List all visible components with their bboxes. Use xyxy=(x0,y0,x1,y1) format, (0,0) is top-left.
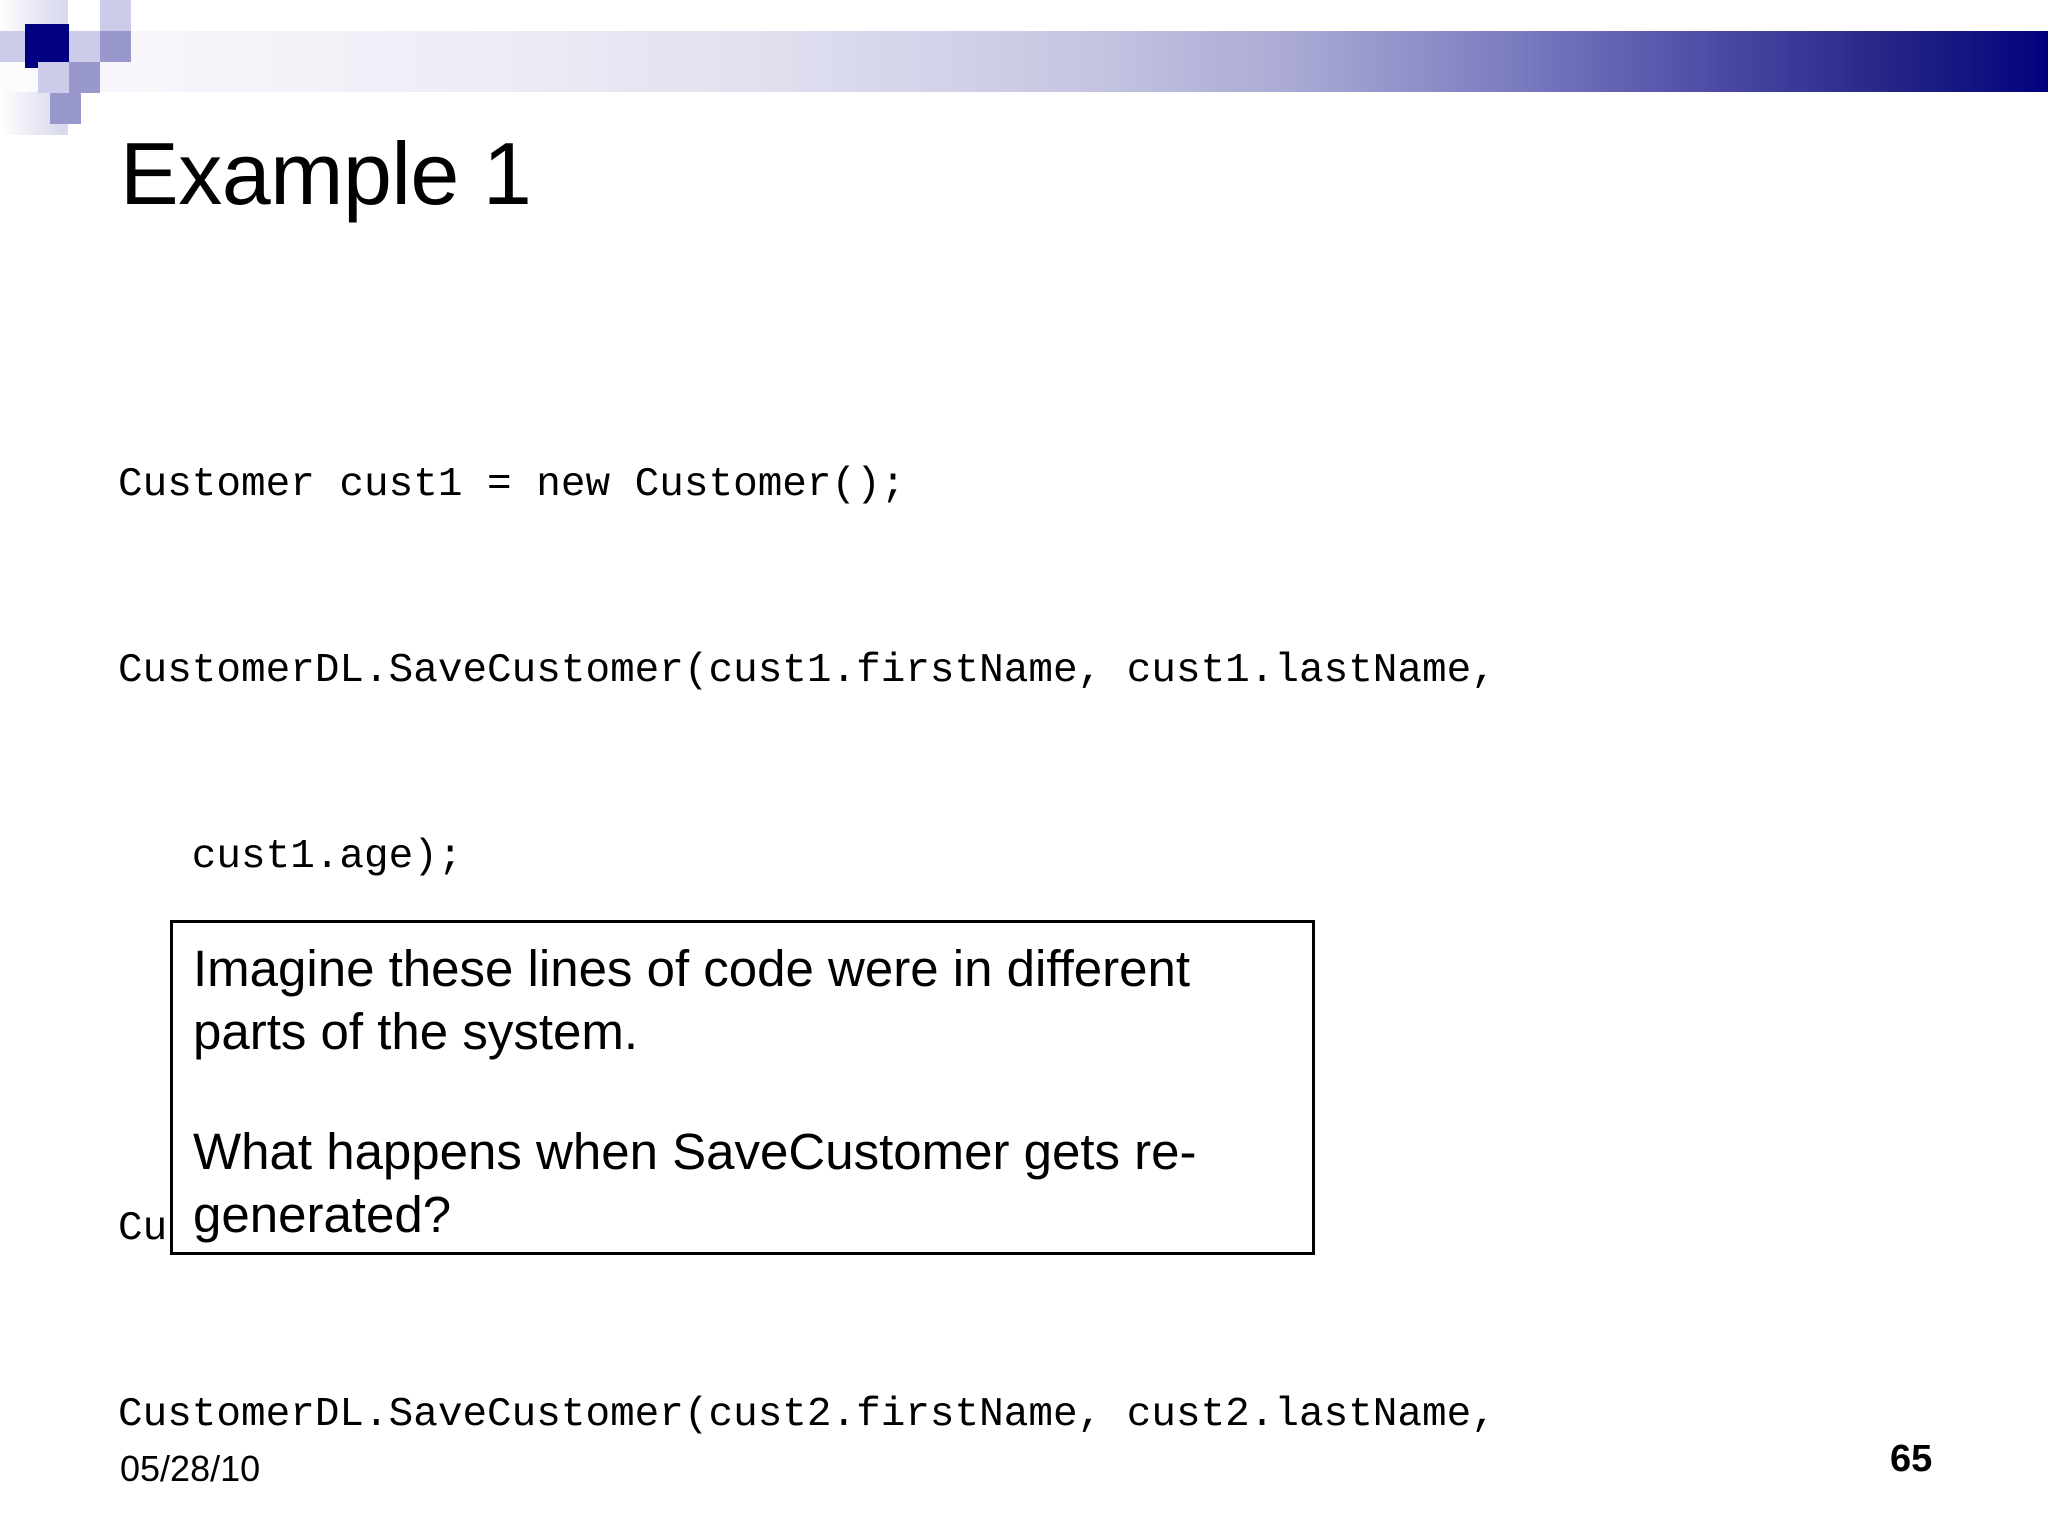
decorative-square-navy xyxy=(25,24,69,68)
header-decoration xyxy=(0,0,2048,135)
footer-date: 05/28/10 xyxy=(120,1448,261,1489)
callout-box: Imagine these lines of code were in diff… xyxy=(170,920,1315,1255)
callout-text: Imagine these lines of code were in diff… xyxy=(193,937,1298,1246)
decorative-square-light-4 xyxy=(38,62,69,93)
decorative-square-mid-1 xyxy=(100,31,131,62)
code-line: CustomerDL.SaveCustomer(cust2.firstName,… xyxy=(118,1392,1496,1438)
callout-paragraph-1: Imagine these lines of code were in diff… xyxy=(193,940,1190,1060)
code-line: Customer cust1 = new Customer(); xyxy=(118,462,906,508)
decorative-square-mid-3 xyxy=(50,93,81,124)
code-line: cust1.age); xyxy=(118,834,463,880)
footer-page-number: 65 xyxy=(1890,1438,1933,1480)
decorative-square-light-1 xyxy=(100,0,131,31)
page-title: Example 1 xyxy=(120,124,532,223)
callout-spacer xyxy=(193,1063,1298,1120)
callout-paragraph-2: What happens when SaveCustomer gets re-g… xyxy=(193,1123,1197,1243)
decorative-square-mid-2 xyxy=(69,62,100,93)
code-line: CustomerDL.SaveCustomer(cust1.firstName,… xyxy=(118,648,1496,694)
header-gradient-bar xyxy=(0,31,2048,92)
decorative-square-light-3 xyxy=(69,31,100,62)
